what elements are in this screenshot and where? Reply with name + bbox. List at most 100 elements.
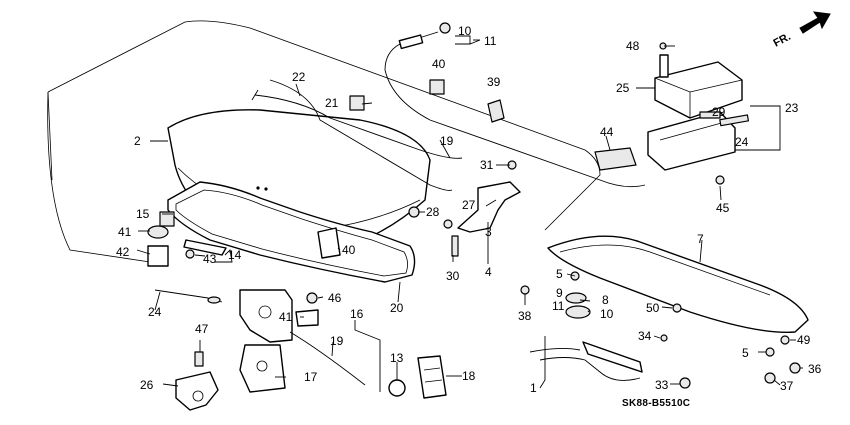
callout-15: 15 [136, 207, 150, 221]
callout-39: 41 [118, 225, 132, 239]
trunk-hinge [443, 181, 521, 233]
clip-36-icon [520, 285, 530, 295]
screw-5b-icon [765, 347, 775, 357]
clip-41-icon [295, 309, 319, 327]
callout-36b: 36 [808, 362, 822, 376]
bumper-42-icon [147, 245, 169, 267]
clip-30-icon [408, 206, 420, 218]
callout-43: 43 [203, 252, 217, 266]
callout-5b: 5 [742, 346, 749, 360]
callout-21: 19 [440, 134, 454, 148]
callout-44: 44 [600, 125, 614, 139]
callout-22: 22 [292, 70, 306, 84]
callout-35: 34 [638, 329, 652, 343]
high-mount-brake-light [529, 341, 643, 381]
trunk-stay [154, 289, 223, 304]
callout-38: 40 [432, 57, 446, 71]
callout-32: 30 [446, 269, 460, 283]
callout-10: 11 [552, 299, 565, 313]
callout-17: 17 [304, 370, 318, 384]
bolt-46-icon [306, 292, 318, 304]
callout-28: 26 [140, 378, 154, 392]
callout-9: 10 [600, 307, 614, 321]
callout-36c: 37 [780, 379, 794, 393]
opener-cover-plate [594, 147, 637, 171]
callout-30: 28 [426, 205, 440, 219]
callout-45: 45 [716, 201, 730, 215]
callout-7: 8 [602, 293, 609, 307]
callout-12: 11 [484, 34, 497, 48]
nut-43-icon [185, 249, 195, 259]
callout-20: 20 [390, 301, 404, 315]
bolt-32-icon [451, 235, 459, 257]
callout-41: 41 [279, 310, 293, 324]
callout-27: 24 [735, 135, 749, 149]
grommet [388, 379, 406, 397]
callout-2: 2 [134, 134, 141, 148]
clip-39-icon [147, 225, 169, 239]
callout-40: 40 [342, 243, 356, 257]
callout-5: 5 [556, 267, 563, 281]
pad-8-icon [565, 292, 587, 304]
clip-15-icon [159, 211, 175, 227]
callout-23: 21 [325, 96, 339, 110]
callout-4: 4 [485, 265, 492, 279]
key-cylinder-trim [417, 355, 447, 399]
nut-49-icon [780, 335, 790, 345]
callout-47: 47 [195, 322, 209, 336]
callout-42: 42 [116, 245, 130, 259]
clip-38-icon [429, 79, 445, 95]
callout-8: 9 [556, 286, 563, 300]
callout-34: 33 [655, 378, 669, 392]
callout-48: 48 [626, 39, 640, 53]
leader-lines [136, 35, 803, 392]
opener-latch-assembly [647, 111, 750, 171]
callout-36: 38 [518, 309, 532, 323]
part-callouts: 2 10 11 48 25 23 29 24 40 39 22 21 19 31… [116, 24, 822, 395]
clip-36c-icon [789, 362, 801, 374]
bracket-14-icon [183, 239, 227, 256]
callout-18: 18 [462, 369, 476, 383]
callout-33: 31 [480, 158, 494, 172]
bolt-35-icon [660, 334, 668, 342]
callout-3: 3 [485, 225, 492, 239]
callout-25: 25 [616, 81, 630, 95]
callout-50: 50 [646, 301, 660, 315]
clip-37-icon [487, 99, 505, 123]
rear-spoiler [547, 235, 809, 334]
trunk-weatherstrip [167, 181, 416, 283]
fasteners [147, 42, 801, 389]
torsion-bars [251, 79, 463, 191]
callout-29: 27 [462, 198, 476, 212]
callout-37: 39 [487, 75, 501, 89]
diagram-code: SK88-B5510C [622, 398, 690, 409]
callout-46: 46 [328, 291, 342, 305]
front-arrow-icon [799, 11, 831, 34]
opener-handle [654, 54, 743, 119]
clip-40-icon [317, 227, 341, 259]
callout-13: 13 [390, 351, 404, 365]
clip-45-icon [715, 175, 725, 185]
trunk-opener-cable [384, 22, 646, 188]
pad-9-icon [565, 305, 591, 319]
callout-31: 29 [712, 105, 726, 119]
clip-23-icon [349, 95, 365, 111]
callout-19: 19 [330, 334, 344, 348]
front-label: FR. [772, 31, 793, 50]
callout-1: 1 [530, 381, 537, 395]
clip-34-icon [679, 377, 691, 389]
clip-36b-icon [764, 372, 776, 384]
callout-14: 14 [228, 248, 242, 262]
trunk-latch [239, 289, 293, 393]
callout-16: 16 [350, 307, 364, 321]
latch-rod [289, 331, 366, 386]
callout-11: 10 [458, 24, 472, 38]
front-direction-indicator: FR. [772, 11, 831, 50]
callout-6: 7 [697, 232, 704, 246]
trunk-lock-bracket [175, 351, 219, 411]
callout-26: 23 [785, 101, 799, 115]
nut-50-icon [672, 303, 682, 313]
callout-24: 24 [148, 305, 162, 319]
callout-49: 49 [797, 333, 811, 347]
